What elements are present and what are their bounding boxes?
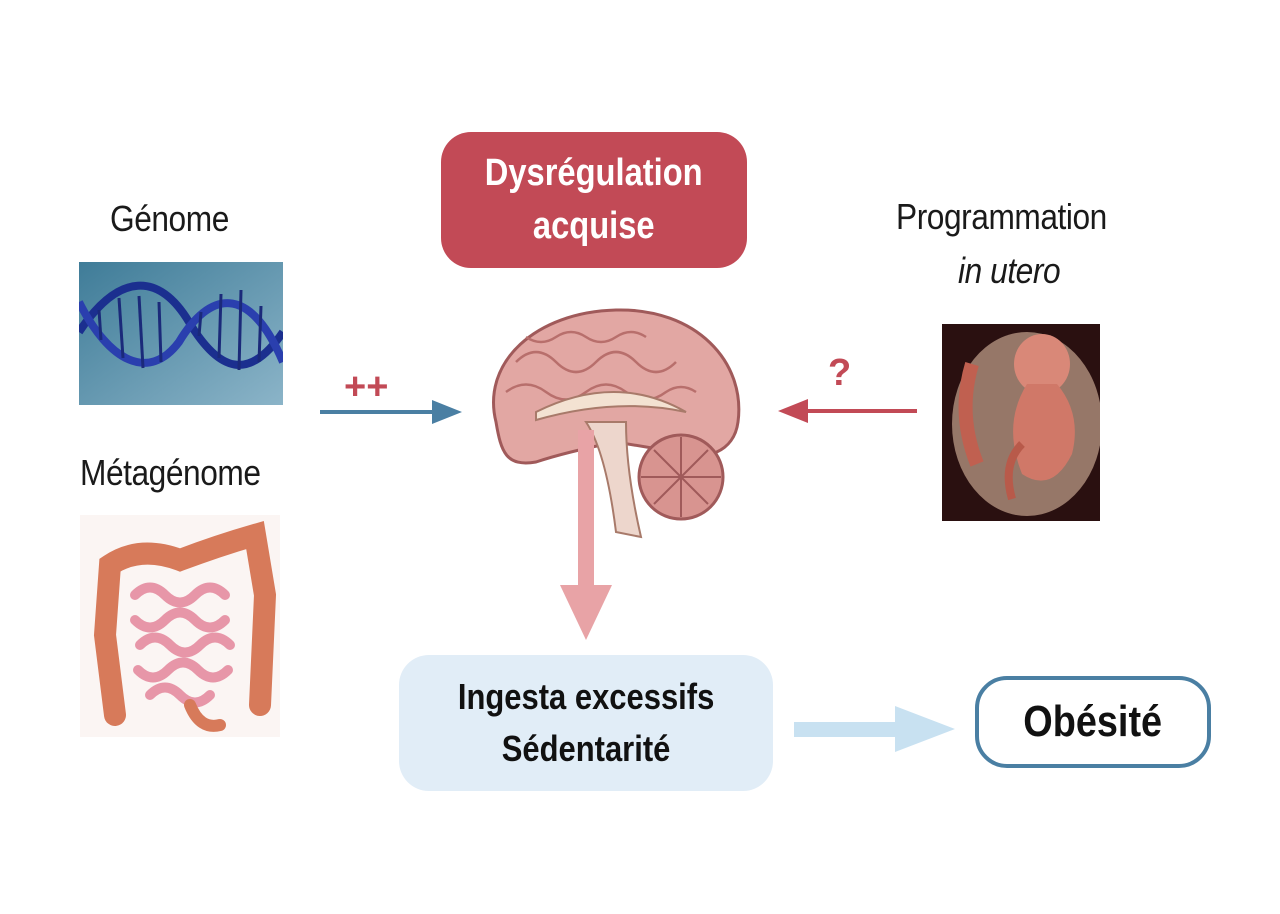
dna-helix-image [79, 262, 283, 405]
intake-line-1: Ingesta excessifs [457, 675, 715, 717]
acquired-dysregulation-box: Dysrégulation acquise [441, 132, 747, 268]
genome-label: Génome [110, 198, 229, 239]
obesity-label: Obésité [1023, 697, 1163, 746]
in-utero-label: in utero [958, 250, 1061, 291]
obesity-box: Obésité [975, 676, 1211, 768]
brain-sagittal-image [492, 308, 741, 539]
intake-sedentary-box: Ingesta excessifs Sédentarité [399, 655, 773, 791]
intestine-image [80, 515, 280, 737]
arrow-utero-to-brain [778, 399, 917, 423]
arrow-brain-to-intake [560, 430, 612, 640]
question-symbol: ? [828, 352, 852, 394]
arrow-genome-to-brain [320, 400, 462, 424]
plus-plus-symbol: ++ [344, 366, 389, 408]
fetus-image [942, 324, 1100, 521]
intake-line-2: Sédentarité [501, 728, 671, 769]
programming-label: Programmation [896, 196, 1107, 237]
metagenome-label: Métagénome [80, 452, 261, 493]
acquired-line-2: acquise [533, 205, 655, 247]
acquired-line-1: Dysrégulation [485, 151, 703, 194]
arrow-intake-to-obesity [794, 706, 955, 752]
